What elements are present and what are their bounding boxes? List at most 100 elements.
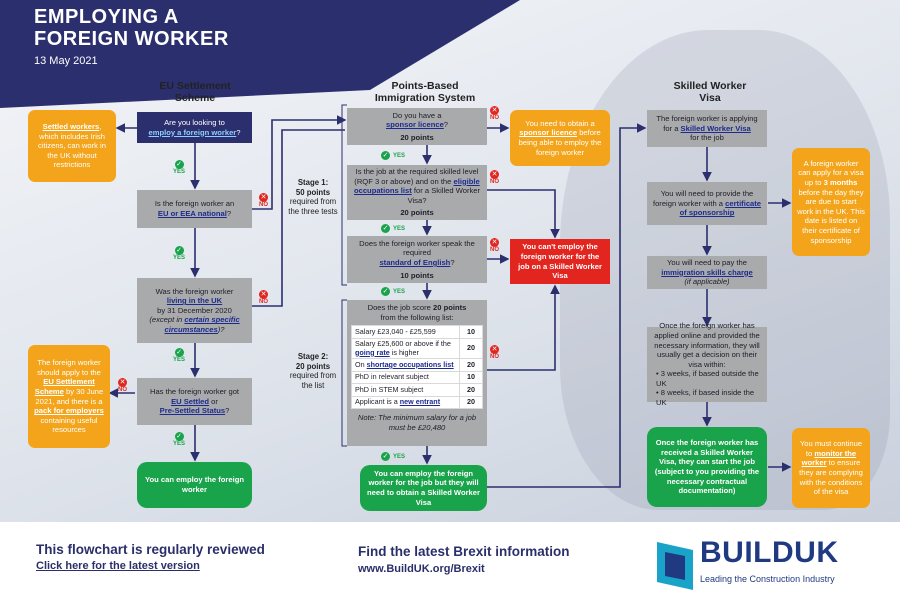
english-question-mark: ? — [450, 258, 455, 267]
salary-band-2: Salary £25,600 or above if the going rat… — [351, 337, 460, 360]
decision-inside-uk: • 8 weeks, if based inside the UK — [656, 388, 755, 408]
apply-scheme-end: containing useful resources — [40, 415, 98, 435]
sponsor-licence-link[interactable]: sponsor licence — [385, 120, 444, 130]
pack-for-employers-link[interactable]: pack for employers — [34, 406, 104, 416]
shortage-occupations-link[interactable]: shortage occupations list — [366, 359, 454, 369]
skills-charge-text: You will need to pay the — [667, 258, 747, 268]
score-question-text: Does the job score — [367, 303, 431, 312]
column-header-skilled-line1: Skilled Worker — [673, 80, 747, 92]
brexit-url-link[interactable]: www.BuildUK.org/Brexit — [358, 563, 485, 575]
yes-marker-8: ✓YES — [381, 452, 405, 461]
pre-settled-status-link[interactable]: Pre-Settled Status — [159, 406, 226, 416]
obtain-sponsor-licence-link[interactable]: sponsor licence — [519, 128, 578, 138]
no-label: NO — [490, 115, 499, 121]
skill-question-text: Is the job at the required skilled level… — [354, 167, 479, 186]
monitor-worker-box: You must continue to monitor the worker … — [792, 428, 870, 508]
salary-band-1: Salary £23,040 - £25,599 — [351, 325, 460, 339]
salary-band-2-points: 20 — [459, 337, 483, 360]
salary-band-2-end: is higher — [391, 347, 419, 357]
connector-score-to-cant — [487, 284, 560, 371]
living-in-uk-link[interactable]: living in the UK — [166, 296, 223, 306]
new-entrant-link[interactable]: new entrant — [399, 397, 441, 407]
status-question-text: Has the foreign worker got — [149, 387, 240, 397]
can-employ-visa-box: You can employ the foreign worker for th… — [360, 465, 487, 511]
yes-label: YES — [393, 152, 406, 159]
eu-question-text: Is the foreign worker an — [154, 199, 235, 209]
skilled-worker-visa-link[interactable]: Skilled Worker Visa — [680, 123, 751, 133]
column-header-eu-line1: EU Settlement — [159, 80, 231, 92]
applying-visa-box: The foreign worker is applying for a Ski… — [647, 110, 767, 147]
no-label: NO — [259, 299, 268, 305]
no-label: NO — [490, 247, 499, 253]
obtain-licence-text: You need to obtain a — [525, 118, 595, 128]
eligible-occupations-link[interactable]: eligible occupations list — [353, 176, 480, 196]
column-header-eu-line2: Scheme — [174, 92, 216, 104]
start-question-mark: ? — [236, 127, 241, 137]
yes-label: YES — [173, 169, 186, 175]
column-header-eu: EU Settlement Scheme — [140, 80, 250, 104]
apply-scheme-deadline: by 30 June 2021, and there is a — [35, 386, 104, 406]
tick-icon: ✓ — [381, 287, 390, 296]
tick-icon: ✓ — [381, 151, 390, 160]
monitor-worker-link[interactable]: monitor the worker — [801, 448, 857, 468]
living-question-end: )? — [217, 324, 225, 334]
yes-marker-4: ✓YES — [173, 432, 185, 447]
latest-version-link[interactable]: Click here for the latest version — [36, 560, 200, 572]
english-question-box: Does the foreign worker speak the requir… — [347, 236, 487, 283]
employ-foreign-worker-link[interactable]: employ a foreign worker — [148, 127, 237, 137]
yes-label: YES — [393, 453, 406, 460]
eu-question-mark: ? — [226, 209, 232, 218]
stage2-description: required from the list — [289, 371, 337, 390]
monitor-end: to ensure they are complying with the co… — [799, 458, 863, 497]
settled-workers-link[interactable]: Settled workers — [42, 122, 100, 132]
english-question-text: Does the foreign worker speak the requir… — [359, 238, 475, 258]
phd-relevant-cell: PhD in relevant subject — [351, 370, 460, 385]
eu-settled-link[interactable]: EU Settled — [171, 396, 210, 406]
cross-icon: ✕ — [118, 378, 127, 387]
going-rate-link[interactable]: going rate — [355, 347, 390, 357]
certificate-of-sponsorship-link[interactable]: certificate of sponsorship — [679, 198, 762, 218]
shortage-occupation-cell: On shortage occupations list — [351, 358, 460, 372]
shortage-text: On — [355, 359, 365, 369]
connector-living-to-stage1 — [252, 129, 345, 307]
publish-date: 13 May 2021 — [34, 55, 98, 67]
tick-icon: ✓ — [381, 224, 390, 233]
stage1-label: Stage 1: 50 points required from the thr… — [284, 178, 342, 216]
immigration-skills-charge-link[interactable]: immigration skills charge — [661, 267, 753, 277]
tick-icon: ✓ — [381, 452, 390, 461]
tick-icon: ✓ — [174, 246, 184, 255]
eu-eea-national-link[interactable]: EU or EEA national — [157, 209, 227, 218]
yes-marker-3: ✓YES — [173, 348, 185, 363]
status-question-mark: ? — [225, 406, 230, 416]
no-label: NO — [118, 387, 127, 393]
standard-of-english-link[interactable]: standard of English — [379, 258, 451, 267]
start-job-text: Once the foreign worker has received a S… — [654, 438, 760, 496]
sponsor-question-mark: ? — [443, 120, 449, 130]
cross-icon: ✕ — [259, 290, 268, 299]
no-marker-1: ✕NO — [259, 193, 268, 208]
footer: This flowchart is regularly reviewed Cli… — [0, 522, 900, 600]
buildk-logo-mark — [657, 542, 693, 590]
skills-charge-note: (if applicable) — [684, 277, 730, 287]
stage1-description: required from the three tests — [288, 197, 338, 216]
new-entrant-cell: Applicant is a new entrant — [351, 395, 460, 410]
applying-visa-text: The foreign worker is applying for a — [656, 114, 758, 133]
settled-workers-text: , which includes Irish citizens, can wor… — [38, 122, 106, 170]
living-date-text: by 31 December 2020 — [157, 305, 232, 315]
buildk-logo-text: BUILDUK — [700, 536, 839, 569]
eu-settlement-scheme-link[interactable]: EU Settlement Scheme — [34, 377, 95, 396]
apply-settlement-scheme-box: The foreign worker should apply to the E… — [28, 345, 110, 448]
title-line-2: FOREIGN WORKER — [34, 28, 229, 50]
shortage-points: 20 — [459, 358, 483, 372]
yes-marker-7: ✓YES — [381, 287, 405, 296]
cross-icon: ✕ — [259, 193, 268, 202]
three-months-end: before the day they are due to start wor… — [797, 187, 865, 245]
yes-label: YES — [393, 225, 406, 232]
specific-circumstances-link[interactable]: certain specific circumstances — [164, 315, 240, 334]
table-row: Salary £25,600 or above if the going rat… — [351, 337, 483, 360]
